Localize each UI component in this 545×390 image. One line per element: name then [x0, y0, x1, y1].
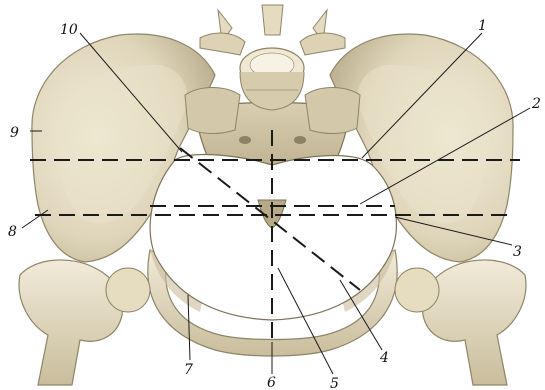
label-5: 5	[330, 376, 339, 390]
label-2: 2	[531, 96, 541, 112]
label-9: 9	[10, 125, 19, 141]
right-femoral-head	[395, 268, 439, 312]
label-10: 10	[60, 22, 78, 38]
label-4: 4	[379, 350, 389, 366]
label-1: 1	[478, 18, 487, 34]
right-femur	[422, 260, 525, 385]
label-3: 3	[513, 244, 522, 260]
left-femur	[19, 260, 122, 385]
label-6: 6	[267, 375, 276, 390]
right-sacral-ala	[305, 88, 360, 134]
left-sacral-ala	[185, 88, 240, 134]
label-7: 7	[184, 362, 193, 378]
label-8: 8	[8, 224, 17, 240]
left-femoral-head	[106, 268, 150, 312]
